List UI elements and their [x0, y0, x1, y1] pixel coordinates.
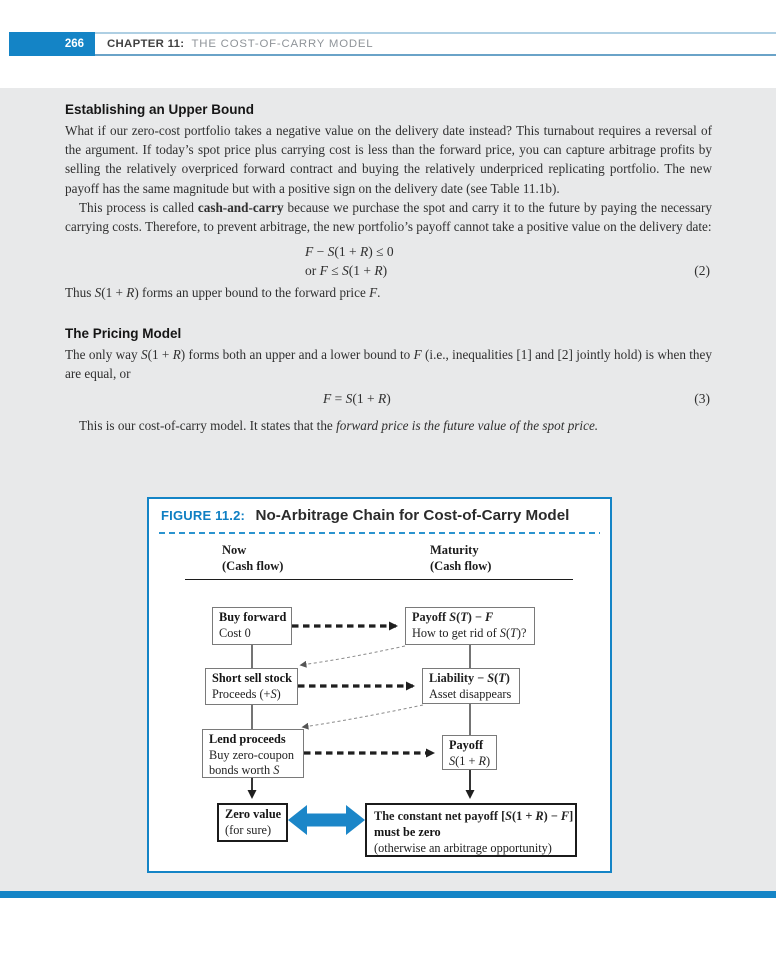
- paragraph-upper-bound-1: What if our zero-cost portfolio takes a …: [65, 123, 712, 196]
- content-panel: Establishing an Upper Bound What if our …: [0, 88, 776, 891]
- column-now-subtitle: (Cash flow): [222, 558, 284, 573]
- dashed-curve-row2-to-row3: [301, 704, 424, 730]
- column-header-rule: [185, 579, 573, 580]
- box-short-sell-sub: Proceeds (+S): [212, 686, 281, 701]
- equation-3-line: F = S(1 + R): [323, 391, 391, 407]
- section-heading-pricing-model: The Pricing Model: [65, 325, 182, 341]
- figure-title: No-Arbitrage Chain for Cost-of-Carry Mod…: [255, 507, 570, 524]
- box-lend-proceeds: Lend proceeds Buy zero-coupon bonds wort…: [202, 729, 304, 778]
- equation-2-line-2: or F ≤ S(1 + R): [305, 263, 388, 279]
- page-number: 266: [9, 32, 95, 56]
- column-now-title: Now: [222, 543, 247, 557]
- column-header-maturity: Maturity (Cash flow): [430, 543, 491, 574]
- chapter-label: CHAPTER 11:: [107, 38, 185, 50]
- paragraph-pricing: The only way S(1 + R) forms both an uppe…: [65, 346, 712, 382]
- diagram-connectors: [247, 621, 475, 835]
- equation-2-block: F − S(1 + R) ≤ 0 or F ≤ S(1 + R) (2): [65, 242, 712, 280]
- box-net-payoff-line2: must be zero: [374, 825, 441, 839]
- paragraph-closing: This is our cost-of-carry model. It stat…: [79, 418, 599, 434]
- figure-caption: FIGURE 11.2: No-Arbitrage Chain for Cost…: [161, 507, 569, 525]
- header-rule-bottom: [9, 54, 776, 56]
- equation-2-number: (2): [694, 263, 710, 279]
- box-zero-value-title: Zero value: [225, 807, 282, 821]
- dashed-curve-row1-to-row2: [299, 645, 406, 668]
- equation-3-block: F = S(1 + R) (3): [65, 389, 712, 408]
- column-header-now: Now (Cash flow): [222, 543, 283, 574]
- box-liability-title: Liability − S(T): [429, 671, 510, 685]
- header-rule-top: [9, 32, 776, 34]
- blue-double-arrow: [288, 805, 365, 835]
- box-short-sell-title: Short sell stock: [212, 671, 292, 685]
- box-zero-value-sub: (for sure): [225, 822, 272, 837]
- box-buy-forward-sub: Cost 0: [219, 625, 251, 640]
- box-payoff-maturity-sub: How to get rid of S(T)?: [412, 625, 527, 640]
- box-liability-sub: Asset disappears: [429, 686, 512, 701]
- figure-11-2: FIGURE 11.2: No-Arbitrage Chain for Cost…: [147, 497, 612, 873]
- box-payoff-bond-title: Payoff: [449, 738, 484, 752]
- box-buy-forward: Buy forward Cost 0: [212, 607, 292, 645]
- box-lend-proceeds-sub1: Buy zero-coupon: [209, 747, 295, 762]
- box-payoff-bond: Payoff S(1 + R): [442, 735, 497, 770]
- chapter-heading: CHAPTER 11: THE COST-OF-CARRY MODEL: [107, 32, 373, 56]
- box-lend-proceeds-sub2: bonds worth S: [209, 763, 280, 778]
- chapter-title: THE COST-OF-CARRY MODEL: [191, 38, 374, 50]
- box-net-payoff-line3: (otherwise an arbitrage opportunity): [374, 841, 552, 855]
- box-zero-value: Zero value (for sure): [217, 803, 288, 842]
- column-maturity-title: Maturity: [430, 543, 479, 557]
- box-short-sell: Short sell stock Proceeds (+S): [205, 668, 298, 705]
- box-payoff-maturity: Payoff S(T) − F How to get rid of S(T)?: [405, 607, 535, 645]
- equation-3-number: (3): [694, 391, 710, 407]
- section-heading-upper-bound: Establishing an Upper Bound: [65, 102, 255, 117]
- box-payoff-bond-sub: S(1 + R): [449, 753, 491, 768]
- column-maturity-subtitle: (Cash flow): [430, 558, 492, 573]
- box-payoff-maturity-title: Payoff S(T) − F: [412, 610, 494, 624]
- box-buy-forward-title: Buy forward: [219, 610, 287, 624]
- box-liability: Liability − S(T) Asset disappears: [422, 668, 520, 704]
- page-bottom-bar: [0, 891, 776, 898]
- box-net-payoff: The constant net payoff [S(1 + R) − F] m…: [365, 803, 577, 857]
- figure-label: FIGURE 11.2:: [161, 508, 246, 523]
- paragraph-cash-and-carry: This process is called cash-and-carry be…: [65, 199, 712, 235]
- paragraph-thus: Thus S(1 + R) forms an upper bound to th…: [65, 284, 381, 300]
- box-lend-proceeds-title: Lend proceeds: [209, 732, 286, 746]
- box-net-payoff-line1: The constant net payoff [S(1 + R) − F]: [374, 809, 574, 823]
- text-column: Establishing an Upper Bound What if our …: [65, 88, 712, 436]
- equation-2-line-1: F − S(1 + R) ≤ 0: [305, 244, 394, 260]
- figure-dashed-divider: [159, 532, 600, 535]
